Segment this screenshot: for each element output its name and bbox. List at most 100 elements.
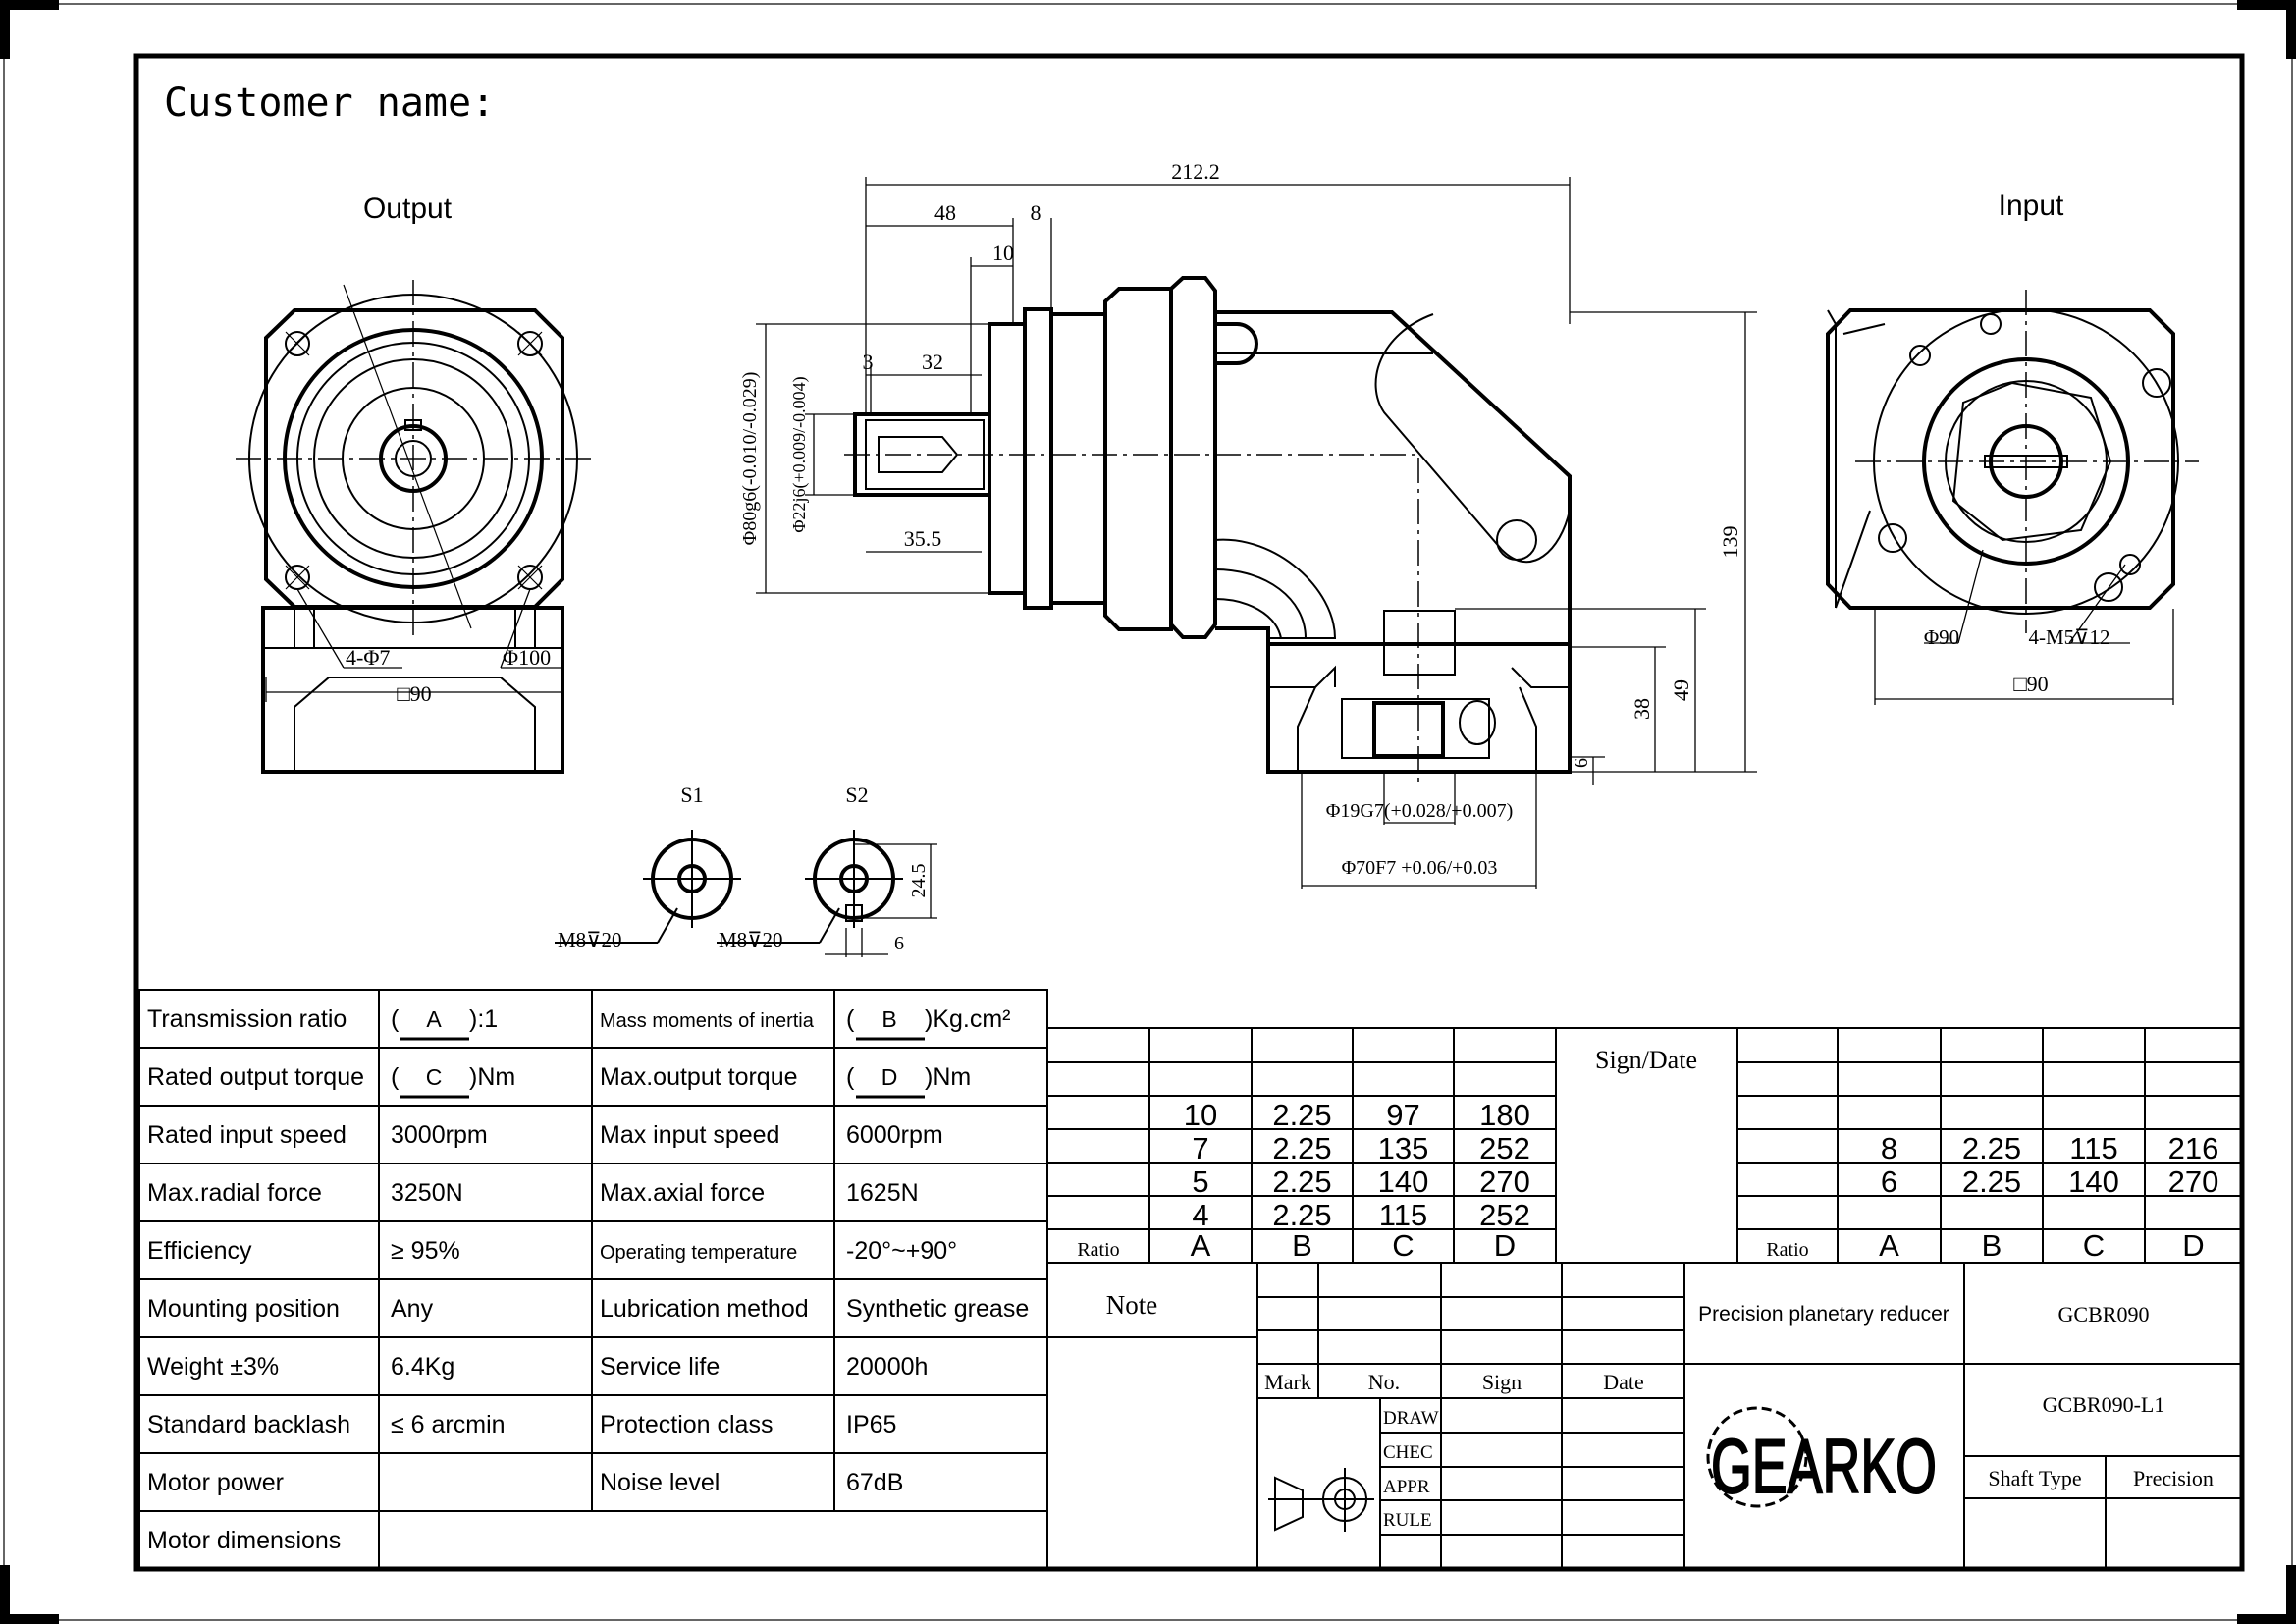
ratio-cell: 115 bbox=[2069, 1131, 2117, 1165]
part-number: GCBR090-L1 bbox=[2043, 1392, 2165, 1417]
ratio-cell: 270 bbox=[1479, 1164, 1530, 1199]
dim-139: 139 bbox=[1718, 526, 1742, 559]
s1-label: S1 bbox=[680, 783, 703, 807]
spec-value: Synthetic grease bbox=[846, 1295, 1029, 1323]
customer-name-label: Customer name: bbox=[164, 81, 495, 126]
spec-value: 67dB bbox=[846, 1469, 903, 1496]
s2-thread-label: M8⊽20 bbox=[719, 928, 783, 951]
dim-32: 32 bbox=[922, 350, 943, 374]
variable-placeholder: C bbox=[426, 1064, 443, 1090]
dim-out-square: □90 bbox=[397, 681, 431, 706]
ratio-cell: 270 bbox=[2168, 1164, 2219, 1199]
spec-value: ≥ 95% bbox=[391, 1237, 460, 1265]
variable-placeholder: B bbox=[881, 1006, 896, 1032]
ratio-column-header: C bbox=[1392, 1228, 1414, 1263]
ratio-column-header: A bbox=[1191, 1228, 1211, 1263]
spec-label: Max input speed bbox=[600, 1121, 779, 1149]
spec-value: 6000rpm bbox=[846, 1121, 943, 1149]
unit-suffix: )Nm bbox=[925, 1063, 971, 1091]
s2-key-dim: 6 bbox=[894, 933, 904, 954]
ratio-cell: 2.25 bbox=[1272, 1098, 1331, 1132]
ratio-cell: 8 bbox=[1881, 1131, 1897, 1165]
spec-value: 1625N bbox=[846, 1179, 919, 1207]
spec-label: Service life bbox=[600, 1353, 720, 1380]
dim-out-holes: 4-Φ7 bbox=[346, 645, 390, 670]
ratio-column-header: D bbox=[1494, 1228, 1516, 1263]
paren-open: ( bbox=[846, 1005, 855, 1033]
dim-flange-diameter: Φ80g6(-0.010/-0.029) bbox=[739, 372, 761, 546]
shaft-section-s2: S2 M8⊽20 24.5 6 bbox=[717, 783, 937, 957]
ratio-cell: 140 bbox=[2068, 1164, 2119, 1199]
title-block: Note Mark No. Sign Date DRAW CHEC APPR R… bbox=[1047, 1262, 2242, 1569]
s1-thread-label: M8⊽20 bbox=[558, 928, 622, 951]
spec-value: 3000rpm bbox=[391, 1121, 488, 1149]
ratio-column-header: D bbox=[2182, 1228, 2204, 1263]
shaft-section-s1: S1 M8⊽20 bbox=[555, 783, 741, 951]
ratio-cell: 2.25 bbox=[1962, 1164, 2021, 1199]
ratio-cell: 180 bbox=[1479, 1098, 1530, 1132]
ratio-cell: 2.25 bbox=[1272, 1164, 1331, 1199]
spec-label: Protection class bbox=[600, 1411, 773, 1438]
approve-label: APPR bbox=[1383, 1477, 1430, 1497]
spec-value: 20000h bbox=[846, 1353, 928, 1380]
sign-date-label: Sign/Date bbox=[1595, 1046, 1697, 1074]
ratio-header-label: Ratio bbox=[1077, 1239, 1119, 1261]
no-header: No. bbox=[1368, 1370, 1400, 1394]
dim-49: 49 bbox=[1669, 679, 1693, 701]
unit-suffix: ):1 bbox=[469, 1005, 498, 1033]
unit-suffix: )Kg.cm² bbox=[925, 1005, 1011, 1033]
ratio-cell: 7 bbox=[1192, 1131, 1208, 1165]
product-name: Precision planetary reducer bbox=[1698, 1303, 1949, 1326]
variable-placeholder: A bbox=[426, 1006, 442, 1032]
ratio-cell: 216 bbox=[2168, 1131, 2219, 1165]
sign-header: Sign bbox=[1482, 1370, 1522, 1394]
side-view: 212.2 48 8 10 3 32 35.5 Φ80g6(-0.010/-0.… bbox=[739, 159, 1757, 889]
ratio-cell: 140 bbox=[1378, 1164, 1429, 1199]
dim-bore-diameter: Φ19G7(+0.028/+0.007) bbox=[1326, 800, 1514, 822]
input-view-label: Input bbox=[1999, 189, 2064, 222]
spec-row: Efficiency≥ 95%Operating temperature-20°… bbox=[147, 1237, 957, 1265]
logo-text: GEARKO bbox=[1711, 1423, 1937, 1509]
spec-label: Max.output torque bbox=[600, 1063, 798, 1091]
spec-row: Motor dimensions bbox=[147, 1527, 341, 1554]
dim-pilot-diameter: Φ70F7 +0.06/+0.03 bbox=[1342, 857, 1498, 879]
dim-38: 38 bbox=[1629, 698, 1654, 720]
spec-label: Transmission ratio bbox=[147, 1005, 347, 1033]
dim-in-square: □90 bbox=[2013, 672, 2048, 696]
spec-value: -20°~+90° bbox=[846, 1237, 957, 1265]
sign-date-cell: Sign/Date bbox=[1047, 1027, 2242, 1263]
dim-35-5: 35.5 bbox=[904, 526, 942, 551]
dim-10: 10 bbox=[992, 241, 1014, 265]
ratio-cell: 97 bbox=[1386, 1098, 1419, 1132]
ratio-column-header: B bbox=[1982, 1228, 2002, 1263]
projection-symbol-icon bbox=[1268, 1468, 1374, 1532]
paren-open: ( bbox=[391, 1005, 400, 1033]
check-label: CHEC bbox=[1383, 1442, 1433, 1463]
ratio-cell: 4 bbox=[1192, 1198, 1208, 1232]
spec-label: Efficiency bbox=[147, 1237, 252, 1265]
spec-label: Max.axial force bbox=[600, 1179, 765, 1207]
ratio-column-header: B bbox=[1292, 1228, 1312, 1263]
precision-label: Precision bbox=[2133, 1466, 2214, 1490]
spec-value: 6.4Kg bbox=[391, 1353, 454, 1380]
ratio-header-label: Ratio bbox=[1766, 1239, 1808, 1261]
ratio-column-header: A bbox=[1879, 1228, 1899, 1263]
spec-label: Mounting position bbox=[147, 1295, 340, 1323]
output-view-label: Output bbox=[363, 192, 453, 225]
ratio-cell: 252 bbox=[1479, 1198, 1530, 1232]
dim-6: 6 bbox=[1571, 758, 1592, 768]
spec-label: Rated output torque bbox=[147, 1063, 364, 1091]
dim-3: 3 bbox=[863, 350, 874, 374]
